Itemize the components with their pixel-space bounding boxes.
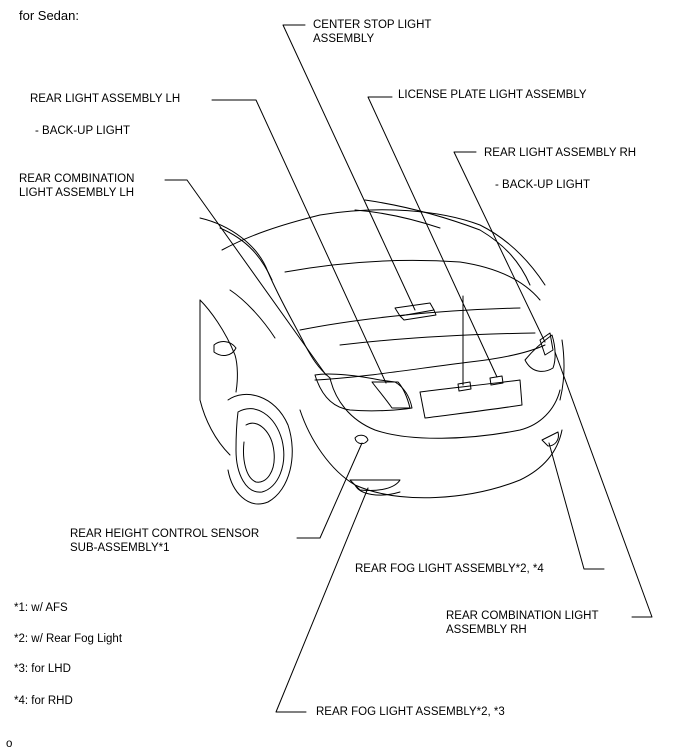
height-sensor: [354, 434, 369, 445]
label-rear-fog-rh: REAR FOG LIGHT ASSEMBLY*2, *4: [355, 563, 544, 575]
label-rear-light-rh: REAR LIGHT ASSEMBLY RH: [484, 147, 637, 159]
rear-combo-light-lh: [314, 373, 413, 412]
label-rear-combo-rh: REAR COMBINATION LIGHT ASSEMBLY RH: [446, 610, 599, 636]
label-height-sensor: REAR HEIGHT CONTROL SENSOR SUB-ASSEMBLY*…: [70, 528, 260, 554]
car-body-outline: [199, 199, 565, 505]
rear-fog-light-lh: [349, 479, 401, 491]
footer-code: o: [6, 738, 13, 750]
note-1: *1: w/ AFS: [14, 602, 68, 614]
leader-rear-light-rh: [453, 151, 546, 343]
leader-combo-rh: [554, 351, 653, 618]
page-header: for Sedan:: [19, 8, 79, 23]
leader-license-plate: [367, 96, 498, 378]
rear-light-lh: [371, 381, 411, 409]
license-plate-light-right: [489, 375, 504, 386]
rear-light-rh: [539, 332, 554, 356]
label-license-plate-light: LICENSE PLATE LIGHT ASSEMBLY: [398, 89, 587, 101]
note-2: *2: w/ Rear Fog Light: [14, 633, 123, 645]
label-backup-lh: - BACK-UP LIGHT: [35, 125, 130, 137]
label-center-stop-light: CENTER STOP LIGHT ASSEMBLY: [313, 19, 432, 45]
leader-center-stop: [282, 24, 416, 311]
license-plate-area: [419, 379, 523, 419]
label-rear-light-lh: REAR LIGHT ASSEMBLY LH: [30, 93, 181, 105]
rear-fog-light-rh: [541, 431, 559, 447]
note-3: *3: for LHD: [14, 663, 71, 675]
leader-fog-lh: [275, 487, 369, 713]
note-4: *4: for RHD: [14, 695, 73, 707]
label-backup-rh: - BACK-UP LIGHT: [495, 179, 590, 191]
label-rear-fog-lh: REAR FOG LIGHT ASSEMBLY*2, *3: [316, 706, 505, 718]
leader-rear-combo-lh: [164, 179, 327, 376]
leader-rear-light-lh: [211, 99, 387, 384]
label-rear-combo-lh: REAR COMBINATION LIGHT ASSEMBLY LH: [19, 173, 135, 199]
leader-height-sensor: [296, 442, 363, 539]
license-plate-light-left: [457, 381, 472, 392]
leader-fog-rh: [548, 442, 605, 570]
